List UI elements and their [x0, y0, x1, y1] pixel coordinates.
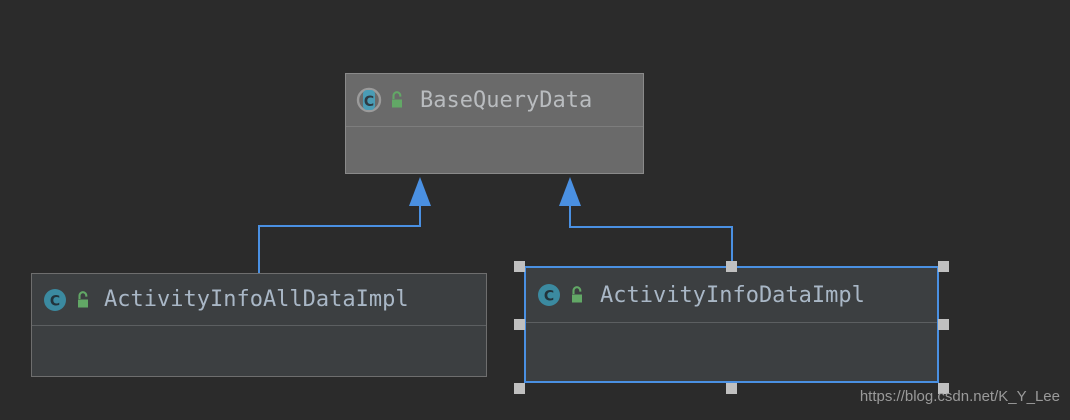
node-title: ActivityInfoAllDataImpl — [104, 287, 409, 312]
lock-open-green-icon — [382, 90, 406, 110]
node-header[interactable]: C BaseQueryData — [346, 74, 643, 127]
edge-all-to-base[interactable] — [258, 177, 431, 273]
edge-data-to-base[interactable] — [559, 177, 733, 266]
lock-open-green-icon — [68, 290, 92, 310]
uml-class-node-activity-info-all-data-impl[interactable]: C ActivityInfoAllDataImpl — [31, 273, 487, 377]
selection-handle-bottom-left[interactable] — [514, 383, 525, 394]
svg-text:C: C — [364, 94, 374, 110]
class-abstract-icon: C — [356, 87, 382, 113]
node-title: BaseQueryData — [420, 87, 593, 113]
selection-handle-bottom-center[interactable] — [726, 383, 737, 394]
node-header[interactable]: C ActivityInfoAllDataImpl — [32, 274, 486, 326]
node-members-compartment — [346, 127, 643, 173]
node-header[interactable]: C ActivityInfoDataImpl — [526, 268, 937, 323]
selection-handle-top-left[interactable] — [514, 261, 525, 272]
node-members-compartment — [32, 326, 486, 376]
arrowhead-generalization-left — [409, 177, 431, 206]
uml-class-node-base-query-data[interactable]: C BaseQueryData — [345, 73, 644, 174]
node-title: ActivityInfoDataImpl — [600, 282, 865, 308]
selection-handle-middle-left[interactable] — [514, 319, 525, 330]
watermark-text: https://blog.csdn.net/K_Y_Lee — [859, 388, 1060, 405]
selection-handle-top-right[interactable] — [938, 261, 949, 272]
lock-open-green-icon — [562, 285, 586, 305]
class-icon: C — [536, 282, 562, 308]
svg-text:C: C — [544, 289, 554, 305]
selection-handle-top-center[interactable] — [726, 261, 737, 272]
arrowhead-generalization-right — [559, 177, 581, 206]
selection-handle-bottom-right[interactable] — [938, 383, 949, 394]
node-members-compartment — [526, 323, 937, 381]
class-icon: C — [42, 287, 68, 313]
svg-text:C: C — [50, 293, 60, 309]
selection-handle-middle-right[interactable] — [938, 319, 949, 330]
uml-class-node-activity-info-data-impl[interactable]: C ActivityInfoDataImpl — [524, 266, 939, 383]
